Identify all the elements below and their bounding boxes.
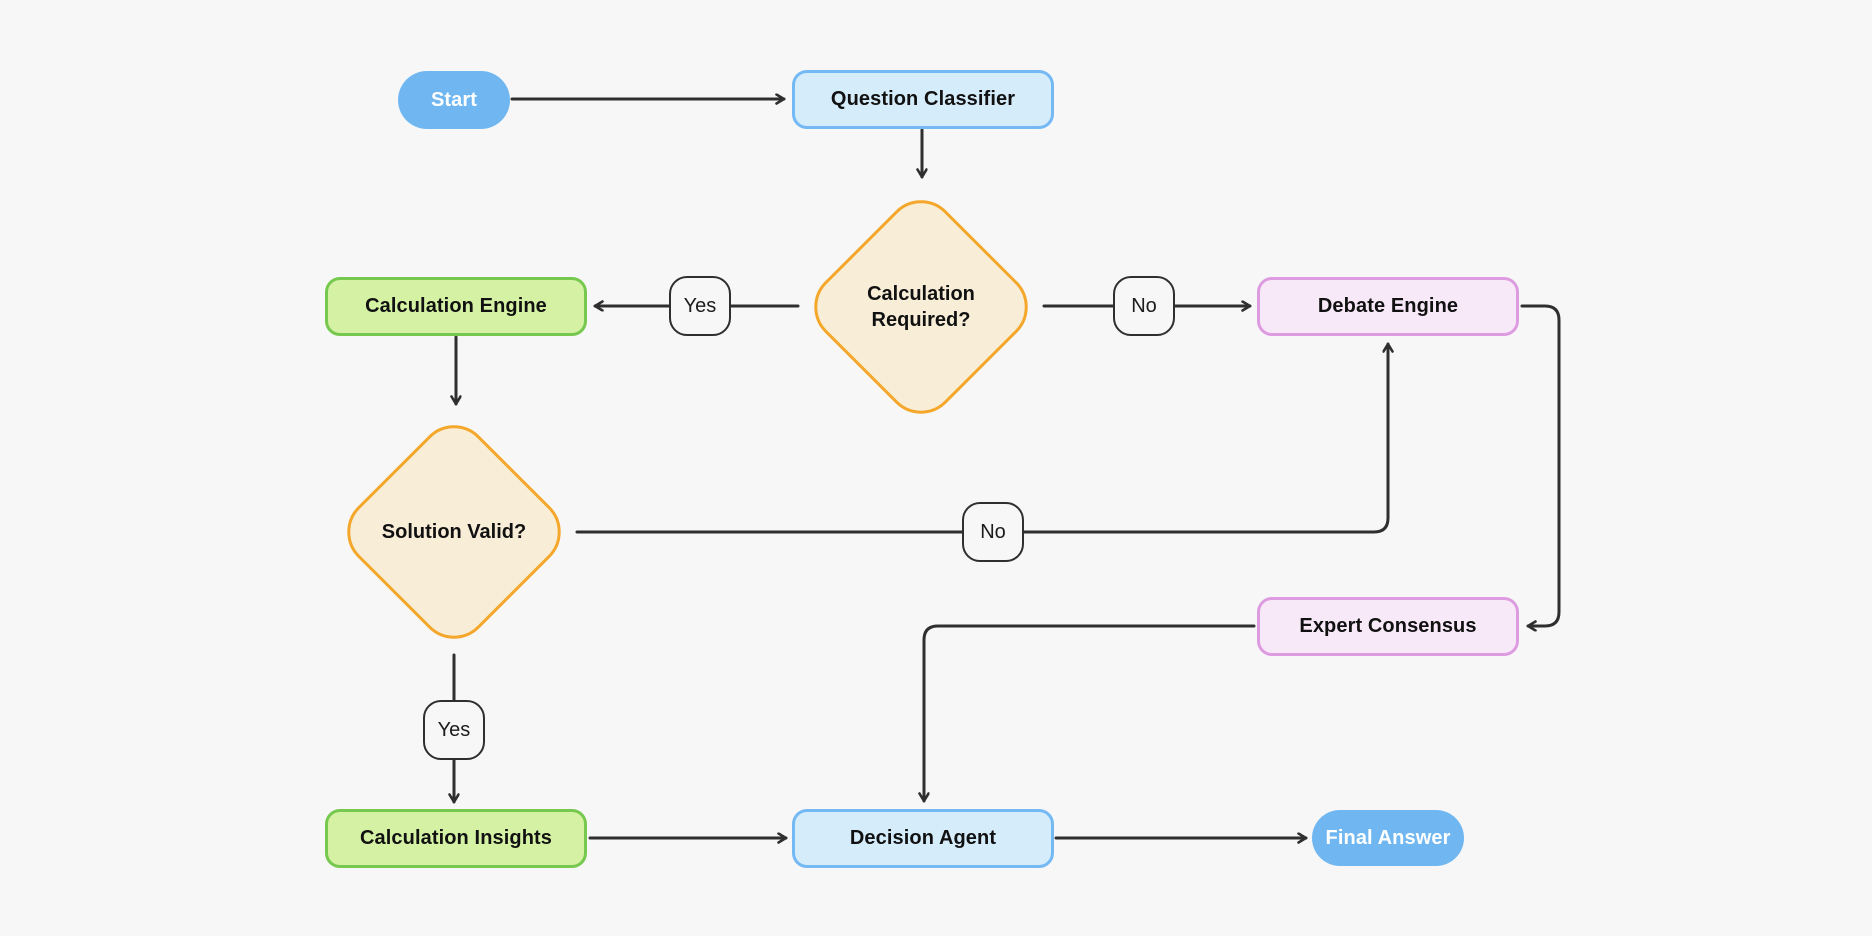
node-expert-consensus-label: Expert Consensus	[1299, 615, 1477, 637]
edge-label-no-mid: No	[962, 502, 1024, 562]
node-solution-valid: Solution Valid?	[332, 410, 576, 654]
node-question-classifier-label: Question Classifier	[830, 88, 1016, 110]
edge-label-yes-top: Yes	[669, 276, 731, 336]
node-start: Start	[398, 71, 510, 129]
edge-solution-valid-no-to-debate-engine	[575, 342, 1388, 534]
node-calculation-required-label: Calculation Required?	[867, 283, 975, 331]
edge-label-yes-bottom: Yes	[423, 700, 485, 760]
edge-label-no-top: No	[1113, 276, 1175, 336]
edge-label-no-top-text: No	[1131, 294, 1157, 317]
node-calculation-engine-label: Calculation Engine	[365, 295, 547, 317]
node-final-answer: Final Answer	[1312, 810, 1464, 866]
node-debate-engine: Debate Engine	[1257, 277, 1519, 336]
node-solution-valid-label: Solution Valid?	[381, 521, 527, 543]
node-calculation-insights-label: Calculation Insights	[359, 827, 553, 849]
node-calculation-insights: Calculation Insights	[325, 809, 587, 868]
edge-expert-consensus-to-decision-agent	[924, 624, 1256, 803]
node-debate-engine-label: Debate Engine	[1317, 295, 1459, 317]
node-start-label: Start	[430, 88, 478, 111]
edge-label-no-mid-text: No	[980, 520, 1006, 543]
edge-debate-engine-to-expert-consensus	[1520, 304, 1561, 626]
edge-label-yes-top-text: Yes	[683, 294, 717, 317]
node-expert-consensus: Expert Consensus	[1257, 597, 1519, 656]
node-calculation-required: Calculation Required?	[799, 185, 1043, 429]
node-calculation-engine: Calculation Engine	[325, 277, 587, 336]
node-final-answer-label: Final Answer	[1325, 826, 1451, 849]
edge-label-yes-bottom-text: Yes	[437, 718, 471, 741]
node-decision-agent: Decision Agent	[792, 809, 1054, 868]
node-decision-agent-label: Decision Agent	[849, 827, 997, 849]
node-question-classifier: Question Classifier	[792, 70, 1054, 129]
